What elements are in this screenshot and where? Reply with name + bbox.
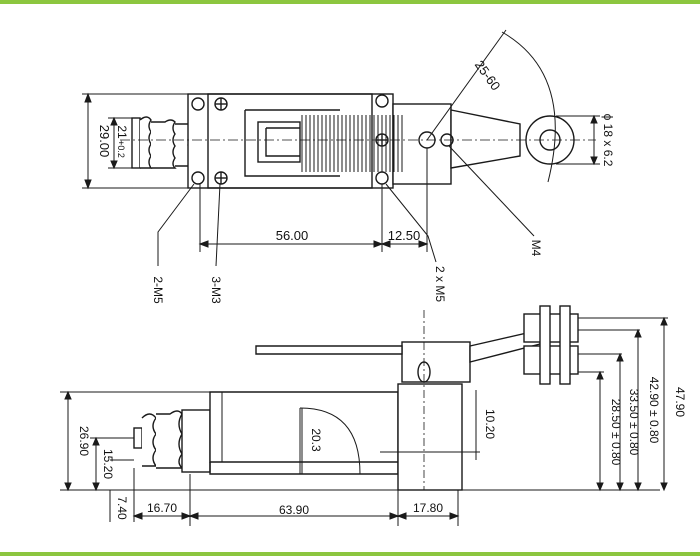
dim-29-00-label: 29.00 xyxy=(97,125,112,158)
top-actuator-head xyxy=(392,103,452,185)
bottom-accent-band xyxy=(0,552,700,556)
dim-56-00-label: 56.00 xyxy=(276,228,309,243)
top-body-inner xyxy=(207,93,373,189)
callout-2-m5: 2-M5 xyxy=(151,276,165,304)
dim-21-tolerance: +0.2 xyxy=(116,140,126,158)
top-lever-slot xyxy=(257,121,301,163)
dim-21-label: 21 xyxy=(115,125,129,139)
dim-47-90-label: 47.90 xyxy=(673,387,687,417)
side-view: 26.90 15.20 7.40 16.70 63.90 20.3 17.80 … xyxy=(60,305,687,526)
dim-29-00 xyxy=(82,92,188,190)
side-curve xyxy=(299,407,361,475)
dim-28-50-label: 28.50 ± 0.80 xyxy=(609,399,623,466)
dim-roller-label: ϕ 18 x 6.2 xyxy=(601,114,615,167)
top-plunger-boot xyxy=(131,116,191,169)
side-roller xyxy=(523,305,579,385)
top-accent-band xyxy=(0,0,700,4)
dim-16-70-label: 16.70 xyxy=(147,501,177,515)
side-lever-rod xyxy=(255,345,403,355)
side-plunger-boot xyxy=(133,409,211,473)
top-spring-hatch xyxy=(301,115,403,172)
side-head xyxy=(397,383,463,491)
side-body xyxy=(209,391,399,463)
side-actuator xyxy=(401,341,471,383)
callout-m4: M4 xyxy=(529,240,543,257)
side-left-dims xyxy=(60,390,460,526)
dim-15-20-label: 15.20 xyxy=(101,449,115,479)
side-inner-dims xyxy=(301,390,480,474)
top-lever-arm xyxy=(418,109,575,169)
dim-20-3-label: 20.3 xyxy=(309,428,323,452)
dim-10-20-label: 10.20 xyxy=(483,409,497,439)
dim-17-80-label: 17.80 xyxy=(413,501,443,515)
dim-21 xyxy=(108,116,134,170)
dim-roller-dia xyxy=(556,114,600,166)
dim-42-90-label: 42.90 ± 0.80 xyxy=(647,377,661,444)
dim-arm-label: 25-60 xyxy=(472,57,504,93)
dim-56-12-50 xyxy=(198,148,429,252)
top-callout-leaders xyxy=(157,145,535,267)
top-lever-guide xyxy=(244,109,340,177)
dim-63-90-label: 63.90 xyxy=(279,503,309,517)
dim-7-40-label: 7.40 xyxy=(115,496,129,520)
callout-3-m3: 3-M3 xyxy=(209,276,223,304)
dim-12-50-label: 12.50 xyxy=(388,228,421,243)
dim-26-90-label: 26.90 xyxy=(77,426,91,456)
side-right-dim-lines xyxy=(578,316,668,492)
top-view: 29.00 21 +0.2 56.00 12.50 25-60 ϕ 18 x 6… xyxy=(82,29,615,304)
callout-2x-m5: 2 x M5 xyxy=(433,266,447,302)
dim-33-50-label: 33.50 ± 0.80 xyxy=(627,389,641,456)
